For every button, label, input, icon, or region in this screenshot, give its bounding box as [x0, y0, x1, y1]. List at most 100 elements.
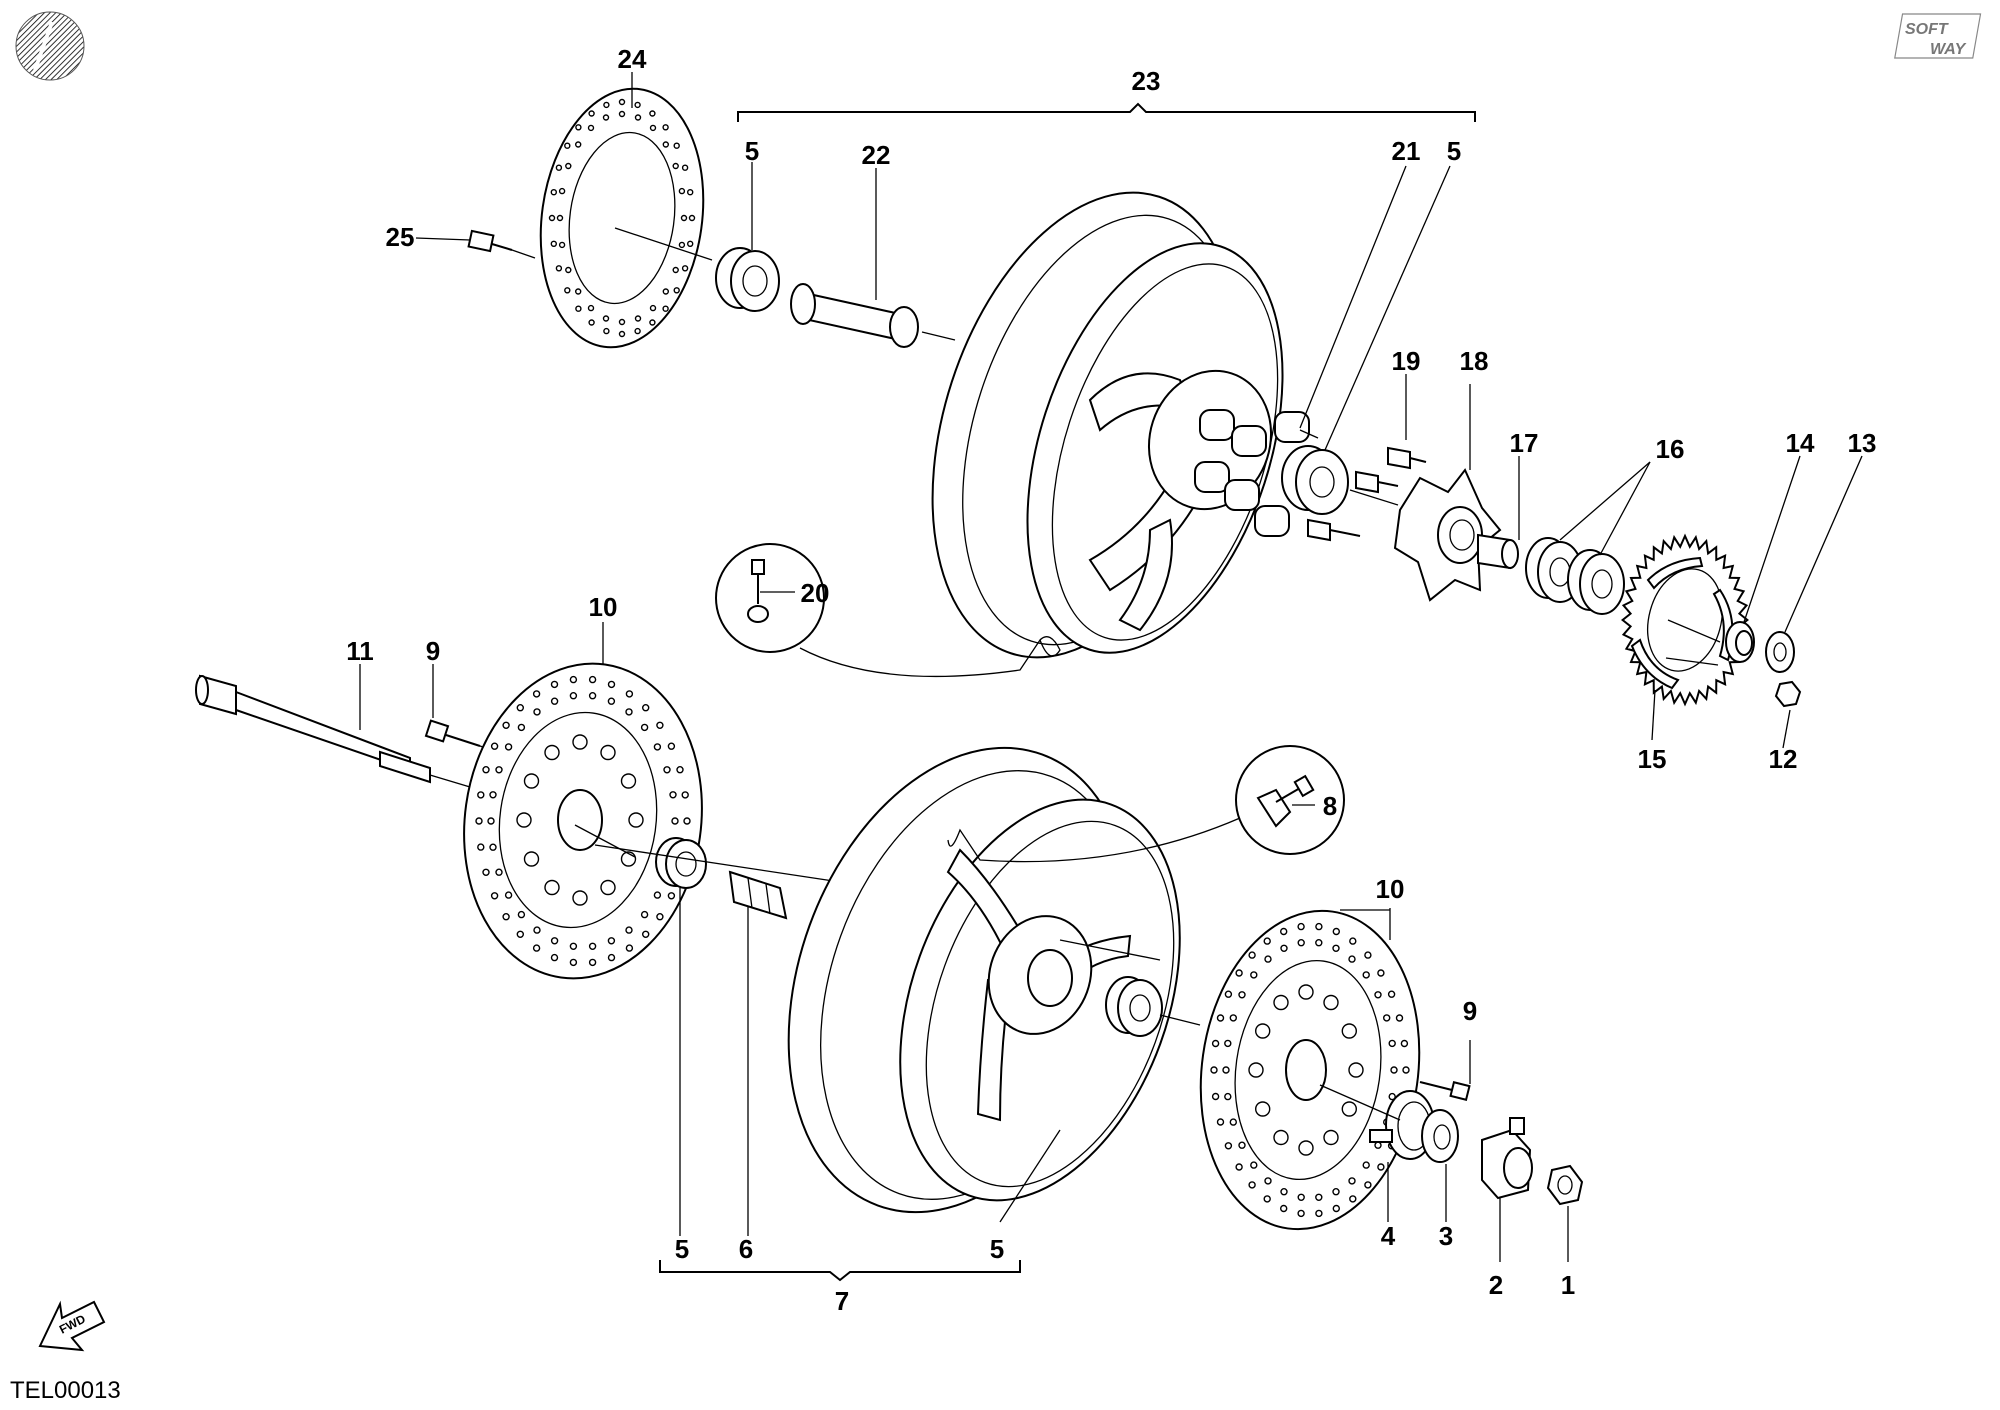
- disc-vent-hole: [634, 101, 641, 109]
- disc-vent-hole: [572, 890, 588, 906]
- callout-labels: 24 23 5 22 21 5 25 19 18 17 16 14 13 20 …: [346, 44, 1876, 1316]
- disc-vent-hole: [625, 926, 633, 934]
- front-wheel-rim: [787, 746, 1181, 1214]
- callout-15: 15: [1638, 744, 1667, 774]
- disc-vent-hole: [1211, 1092, 1220, 1101]
- disc-vent-hole: [565, 162, 572, 170]
- disc-vent-hole: [634, 327, 641, 335]
- disc-vent-hole: [1377, 1163, 1385, 1171]
- disc-vent-hole: [550, 680, 559, 689]
- front-spacer: [728, 870, 788, 920]
- disc-vent-hole: [669, 791, 677, 799]
- disc-vent-hole: [517, 910, 526, 919]
- disc-vent-hole: [634, 114, 642, 121]
- callout-3: 3: [1439, 1221, 1453, 1251]
- disc-vent-hole: [487, 817, 495, 825]
- disc-vent-hole: [625, 944, 634, 952]
- disc-vent-hole: [625, 708, 633, 716]
- sprocket-washer: [1725, 621, 1755, 663]
- disc-vent-hole: [548, 214, 556, 222]
- callout-11: 11: [346, 636, 374, 666]
- disc-vent-hole: [565, 266, 572, 274]
- disc-vent-hole: [516, 704, 524, 712]
- disc-vent-hole: [1364, 1181, 1372, 1189]
- front-left-brake-disc: [463, 662, 703, 980]
- disc-vent-hole: [575, 288, 582, 295]
- disc-vent-hole: [1229, 1014, 1238, 1022]
- disc-vent-hole: [653, 743, 662, 751]
- disc-vent-hole: [588, 675, 597, 684]
- front-bearing-right: [1105, 976, 1163, 1037]
- disc-vent-hole: [588, 958, 597, 967]
- disc-vent-hole: [687, 188, 694, 196]
- disc-vent-hole: [1298, 1140, 1314, 1156]
- sprocket-carrier-shaft: [1477, 533, 1519, 570]
- disc-vent-hole: [1362, 1161, 1370, 1169]
- front-left-disc-bolt: [424, 719, 481, 747]
- disc-vent-hole: [678, 187, 686, 195]
- disc-vent-hole: [1238, 991, 1246, 999]
- leader-lines: [359, 72, 1863, 1262]
- disc-vent-hole: [656, 721, 664, 729]
- callout-19: 19: [1392, 346, 1421, 376]
- drawing-code: TEL00013: [10, 1377, 121, 1404]
- disc-vent-hole: [588, 319, 595, 326]
- disc-vent-hole: [572, 734, 588, 750]
- disc-vent-hole: [523, 851, 540, 867]
- disc-vent-hole: [1254, 1023, 1271, 1039]
- disc-vent-hole: [555, 164, 563, 171]
- disc-vent-hole: [618, 110, 626, 118]
- disc-vent-hole: [1364, 951, 1372, 959]
- disc-vent-hole: [1323, 994, 1339, 1011]
- disc-vent-hole: [667, 742, 676, 750]
- disc-vent-hole: [1332, 944, 1340, 952]
- disc-vent-hole: [602, 114, 610, 121]
- disc-vent-hole: [569, 675, 578, 684]
- rear-disc-bolt: [467, 229, 513, 253]
- disc-vent-hole: [1280, 944, 1288, 952]
- disc-vent-hole: [1395, 1014, 1404, 1022]
- callout-5-front-right: 5: [990, 1234, 1004, 1264]
- disc-vent-hole: [1332, 1204, 1341, 1213]
- disc-vent-hole: [1298, 984, 1314, 1000]
- disc-vent-hole: [681, 791, 689, 799]
- disc-vent-hole: [649, 319, 656, 326]
- front-washer: [1421, 1109, 1459, 1163]
- disc-vent-hole: [1254, 1101, 1271, 1117]
- disc-vent-hole: [662, 288, 669, 295]
- disc-vent-hole: [550, 953, 559, 962]
- disc-vent-hole: [1377, 969, 1385, 977]
- disc-vent-hole: [600, 744, 616, 761]
- disc-vent-hole: [618, 318, 626, 326]
- disc-vent-hole: [489, 843, 497, 851]
- disc-vent-hole: [523, 773, 540, 789]
- front-axle: [195, 674, 431, 784]
- disc-vent-hole: [653, 891, 662, 899]
- disc-vent-hole: [602, 315, 610, 322]
- rear-sprocket: [1620, 533, 1750, 707]
- disc-vent-hole: [1348, 1177, 1356, 1185]
- disc-vent-hole: [681, 164, 689, 171]
- disc-vent-hole: [649, 110, 656, 117]
- disc-vent-hole: [607, 953, 616, 962]
- disc-vent-hole: [569, 958, 578, 967]
- disc-vent-hole: [618, 98, 626, 106]
- disc-vent-hole: [1374, 1141, 1382, 1149]
- callout-25: 25: [386, 222, 415, 252]
- disc-vent-hole: [1222, 1066, 1230, 1074]
- disc-vent-hole: [1315, 1209, 1323, 1218]
- disc-vent-hole: [1297, 922, 1305, 931]
- disc-vent-hole: [603, 101, 610, 109]
- disc-vent-hole: [672, 162, 679, 170]
- disc-vent-hole: [575, 141, 582, 148]
- disc-vent-hole: [667, 892, 676, 900]
- disc-vent-hole: [533, 708, 541, 716]
- disc-vent-hole: [1279, 1204, 1288, 1213]
- disc-vent-hole: [569, 942, 578, 950]
- disc-vent-hole: [634, 315, 642, 322]
- disc-vent-hole: [607, 680, 616, 689]
- disc-vent-hole: [1224, 1092, 1232, 1101]
- disc-vent-hole: [1382, 1014, 1391, 1022]
- disc-vent-hole: [1210, 1066, 1218, 1074]
- sprocket-nut: [1774, 680, 1802, 708]
